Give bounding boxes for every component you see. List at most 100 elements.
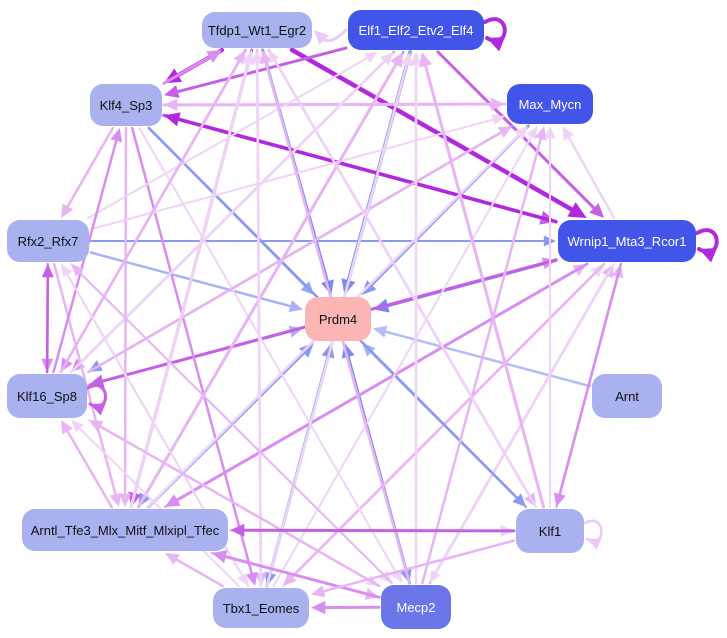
edge-arrowhead — [164, 112, 181, 127]
edge-arrowhead — [268, 50, 280, 64]
edge-line — [173, 46, 348, 94]
node-label: Klf1 — [538, 523, 562, 539]
edge-arrowhead — [373, 325, 388, 338]
edge-arrowhead — [251, 50, 264, 64]
edge-arrowhead — [164, 85, 180, 99]
edge-line — [65, 427, 113, 509]
edge-line — [123, 126, 128, 498]
edge-line — [69, 58, 388, 374]
edge-arrowhead — [260, 50, 272, 65]
edge-line — [162, 54, 214, 85]
node-klf1[interactable]: Klf1 — [516, 509, 584, 553]
node-wrnip1[interactable]: Wrnip1_Mta3_Rcor1 — [558, 220, 696, 262]
edge-line — [90, 117, 497, 231]
edge-line — [173, 262, 589, 503]
node-label: Wrnip1_Mta3_Rcor1 — [567, 233, 687, 249]
edge-arrowhead — [230, 523, 245, 537]
edge-line — [272, 133, 534, 587]
node-label: Klf4_Sp3 — [99, 97, 153, 113]
edge-line — [136, 60, 399, 509]
edge-arrowhead — [514, 126, 529, 140]
edge-arrowhead — [109, 492, 122, 507]
node-arntl[interactable]: Arntl_Tfe3_Mlx_Mitf_Mlxipl_Tfec — [22, 509, 228, 551]
edge-arrowhead — [71, 420, 84, 433]
node-label: Arntl_Tfe3_Mlx_Mitf_Mlxipl_Tfec — [30, 522, 220, 538]
node-klf16[interactable]: Klf16_Sp8 — [7, 374, 87, 418]
node-prdm4[interactable]: Prdm4 — [305, 297, 371, 341]
edge-arrowhead — [110, 128, 123, 143]
node-tbx1[interactable]: Tbx1_Eomes — [213, 588, 309, 628]
edge-arrowhead — [211, 550, 228, 564]
edge-arrowhead — [88, 420, 104, 432]
edge-arrowhead — [364, 52, 378, 63]
edge-arrowhead — [311, 585, 326, 598]
edge-arrowhead — [390, 52, 404, 68]
node-max[interactable]: Max_Mycn — [507, 84, 593, 124]
edge-line — [255, 59, 263, 588]
node-rfx2[interactable]: Rfx2_Rfx7 — [7, 220, 89, 262]
edge-arrowhead — [562, 126, 575, 141]
edge-arrowhead — [206, 50, 223, 63]
node-mecp2[interactable]: Mecp2 — [381, 585, 451, 629]
edge-line — [381, 329, 592, 388]
edge-arrowhead — [233, 50, 246, 65]
edge-arrowhead — [119, 493, 132, 507]
node-klf4[interactable]: Klf4_Sp3 — [90, 84, 162, 126]
edge-arrowhead — [165, 553, 180, 565]
edge-arrowhead — [89, 374, 105, 388]
edge-arrowhead — [164, 494, 181, 507]
edge-arrowhead — [245, 571, 258, 586]
edge-line — [239, 528, 516, 533]
edge-arrowhead — [380, 52, 394, 66]
node-tfdp1[interactable]: Tfdp1_Wt1_Egr2 — [202, 12, 312, 48]
node-label: Klf16_Sp8 — [17, 388, 77, 404]
edge-arrowhead — [534, 126, 547, 141]
edge-arrowhead — [491, 114, 505, 125]
node-label: Tfdp1_Wt1_Egr2 — [207, 22, 307, 38]
edge-arrowhead — [400, 52, 413, 67]
node-arnt[interactable]: Arnt — [592, 374, 662, 418]
edge-arrowhead — [60, 420, 73, 435]
edge-line — [421, 134, 543, 585]
edge-arrowhead — [699, 248, 718, 263]
node-label: Rfx2_Rfx7 — [17, 233, 79, 249]
node-label: Max_Mycn — [518, 96, 582, 112]
edge-arrowhead — [487, 37, 506, 52]
edge-line — [65, 126, 115, 211]
edge-line — [433, 263, 615, 576]
node-label: Tbx1_Eomes — [222, 600, 300, 616]
edge-line — [59, 57, 242, 374]
edge-line — [138, 127, 399, 576]
node-elf1[interactable]: Elf1_Elf2_Etv2_Elf4 — [348, 10, 484, 50]
edge-arrowhead — [90, 403, 106, 416]
edge-arrowhead — [419, 52, 433, 68]
edge-line — [221, 554, 381, 599]
node-label: Elf1_Elf2_Etv2_Elf4 — [358, 22, 474, 38]
edge-arrowhead — [361, 280, 377, 295]
edge-arrowhead — [314, 30, 329, 45]
edge-arrowhead — [41, 264, 54, 278]
edge-arrowhead — [553, 492, 566, 507]
edge-arrowhead — [544, 126, 556, 139]
edge-line — [566, 133, 616, 220]
edge-arrowhead — [526, 126, 538, 140]
edge-line — [173, 557, 224, 588]
edge-arrowhead — [567, 202, 587, 218]
node-label: Prdm4 — [318, 311, 358, 327]
edge-line — [557, 262, 623, 499]
edge-line — [583, 519, 603, 543]
edge-arrowhead — [409, 52, 423, 66]
node-label: Arnt — [615, 388, 639, 404]
edge-arrowhead — [164, 98, 178, 111]
edge-line — [272, 57, 537, 508]
node-label: Mecp2 — [396, 599, 436, 615]
edge-line — [129, 59, 251, 509]
edge-arrowhead — [391, 569, 403, 583]
edge-arrowhead — [589, 203, 604, 218]
edge-line — [289, 262, 606, 580]
edge-arrowhead — [61, 264, 73, 278]
edge-line — [319, 539, 516, 594]
edge-arrowhead — [512, 493, 527, 507]
edge-arrowhead — [288, 300, 303, 313]
